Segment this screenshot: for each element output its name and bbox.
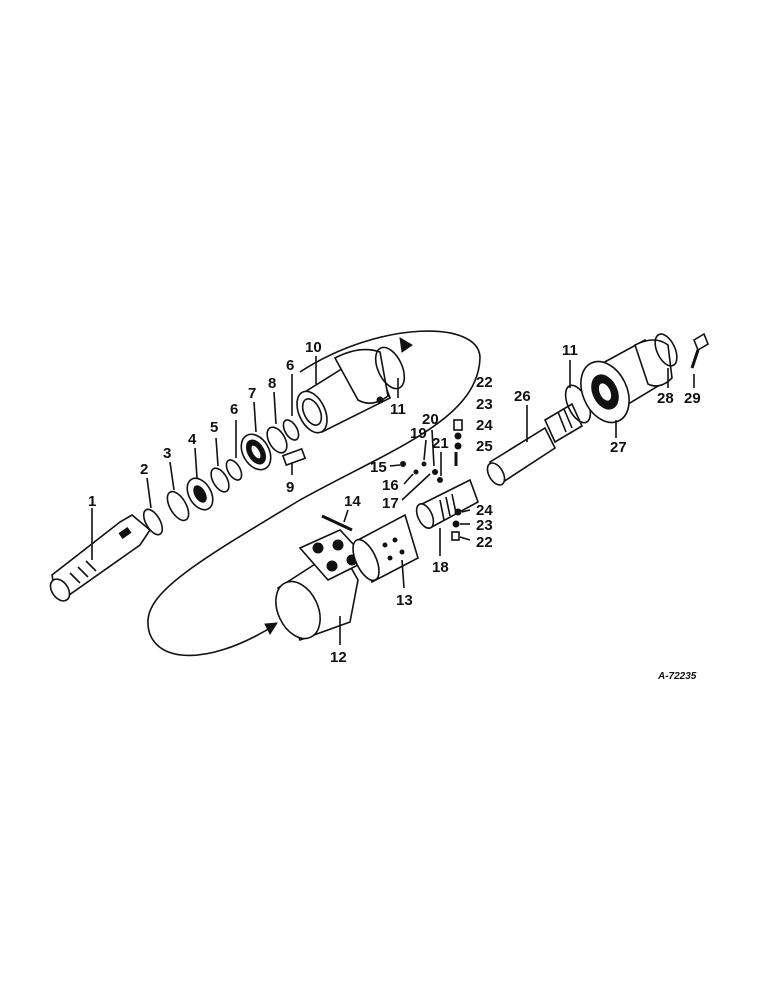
- callout-labels: 1 2 3 4 5 6 7 8 6 9 10 11 11 12 13 14 15…: [88, 339, 701, 682]
- part-24-ball: [454, 442, 462, 450]
- reference-code: A-72235: [657, 671, 697, 682]
- part-21-ball: [437, 477, 443, 483]
- callout-2: 2: [140, 461, 148, 478]
- part-22-plug: [453, 419, 463, 431]
- callout-17: 17: [382, 495, 399, 512]
- part-22-plug-lower: [451, 531, 460, 541]
- part-20-plug: [432, 469, 438, 475]
- callout-27: 27: [610, 439, 627, 456]
- callout-6: 6: [230, 401, 238, 418]
- part-6-seal-ring-outer: [282, 374, 300, 441]
- callout-7: 7: [248, 385, 256, 402]
- part-27-end-cap: [580, 338, 673, 438]
- callout-13: 13: [396, 592, 413, 609]
- callout-23-lower: 23: [476, 517, 493, 534]
- callout-3: 3: [163, 445, 171, 462]
- callout-6-outer: 6: [286, 357, 294, 374]
- callout-18: 18: [432, 559, 449, 576]
- part-11-o-ring-left: [374, 346, 406, 398]
- part-1-input-shaft: [49, 508, 152, 602]
- assembly-path-loop: [147, 330, 481, 657]
- part-9-fitting: [281, 447, 307, 475]
- small-parts-group: [389, 419, 471, 541]
- part-13-sleeve: [352, 513, 419, 589]
- part-28-ring: [654, 333, 678, 388]
- part-24-ball-lower: [454, 508, 462, 516]
- callout-23: 23: [476, 396, 493, 413]
- callout-22: 22: [476, 374, 493, 391]
- callout-9: 9: [286, 479, 294, 496]
- part-2-snap-ring: [142, 477, 164, 536]
- part-7-needle-bearing: [240, 401, 272, 471]
- callout-4: 4: [188, 431, 197, 448]
- callout-11-left: 11: [390, 401, 406, 418]
- callout-24: 24: [476, 417, 493, 434]
- part-23-spring: [454, 432, 462, 440]
- part-15-ball: [400, 461, 406, 467]
- part-5-ring: [210, 437, 230, 493]
- part-23-spring-lower: [452, 520, 460, 528]
- part-4-bearing: [186, 447, 214, 511]
- callout-11-right: 11: [562, 342, 578, 359]
- part-14-pin: [321, 509, 353, 532]
- part-29-bolt: [690, 332, 709, 388]
- callout-12: 12: [330, 649, 347, 666]
- part-19-pin: [421, 461, 427, 467]
- part-26-drive-shaft: [486, 402, 584, 486]
- part-16-spring: [413, 469, 419, 475]
- callout-16: 16: [382, 477, 399, 494]
- callout-28: 28: [657, 390, 674, 407]
- part-8-washer: [266, 391, 288, 454]
- callout-26: 26: [514, 388, 531, 405]
- callout-19: 19: [410, 425, 427, 442]
- callout-21: 21: [432, 435, 449, 452]
- callout-29: 29: [684, 390, 701, 407]
- part-12-valve-body: [275, 529, 370, 645]
- part-18-spool: [415, 478, 479, 556]
- callout-20: 20: [422, 411, 439, 428]
- callout-25: 25: [476, 438, 493, 455]
- callout-15: 15: [370, 459, 387, 476]
- callout-5: 5: [210, 419, 218, 436]
- callout-1: 1: [88, 493, 96, 510]
- callout-8: 8: [268, 375, 276, 392]
- callout-22-lower: 22: [476, 534, 493, 551]
- callout-24-lower: 24: [476, 502, 493, 519]
- part-3-washer: [166, 461, 190, 522]
- part-6-seal-ring: [225, 420, 243, 481]
- callout-14: 14: [344, 493, 361, 510]
- part-10-housing: [296, 348, 392, 434]
- callout-10: 10: [305, 339, 322, 356]
